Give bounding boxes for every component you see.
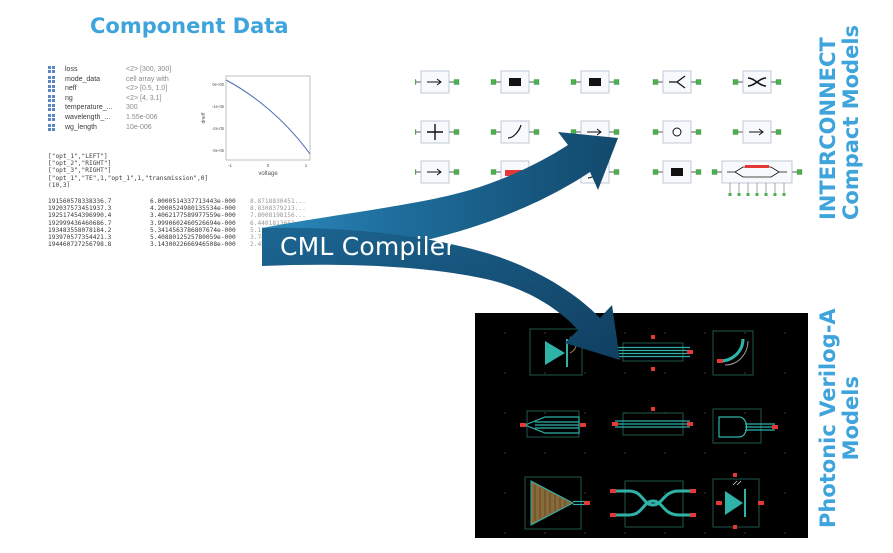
plot-xlabel: voltage [258, 171, 278, 177]
grid-icon [48, 75, 57, 84]
grid-icon [48, 85, 57, 93]
grid-icon [48, 94, 57, 103]
dneff-voltage-plot: 0e+00 -1e-05 -2e-05 -3e-05 -1 0 1 voltage dneff [201, 75, 311, 177]
grid-icon [48, 66, 57, 74]
variable-value: <2> [0.5, 1.0] [126, 85, 168, 93]
plot-ylabel: dneff [201, 112, 207, 124]
text-line: ["opt_1","TE",1,"opt_1",1,"transmission"… [48, 174, 209, 182]
grid-icon [48, 114, 57, 122]
verilog-title: Photonic Verilog-A [816, 308, 840, 528]
y-tick-label: 0e+00 [212, 82, 224, 87]
cml-compiler-label: CML Compiler [280, 232, 456, 261]
number-cell: 5.4088012525780059e-000 [150, 234, 236, 242]
text-line: ["opt_1","LEFT"] [48, 153, 108, 160]
number-cell: 6.0000514337713443e-000 [150, 198, 236, 205]
variable-name: wavelength_... [65, 114, 111, 121]
grid-icon [48, 104, 57, 112]
schematic-element [490, 70, 540, 94]
variable-name: loss [65, 66, 78, 73]
interconnect-subtitle: Compact Models [839, 24, 863, 220]
interconnect-label: INTERCONNECT Compact Models [816, 24, 863, 220]
number-cell: 192517454396990.4 [48, 212, 112, 220]
x-tick-label: -1 [228, 163, 232, 168]
plot-frame [225, 75, 311, 161]
variable-value: <2> [4, 3.1] [126, 94, 162, 102]
number-cell: 192037573451937.3 [48, 205, 112, 213]
y-tick-label: -1e-05 [212, 104, 225, 109]
schematic-element [415, 160, 460, 184]
x-tick-label: 0 [267, 163, 270, 168]
verilog-label: Photonic Verilog-A Models [816, 308, 863, 528]
schematic-element [652, 120, 702, 144]
text-line: ["opt_3","RIGHT"] [48, 167, 112, 175]
schematic-element [415, 120, 460, 144]
number-cell: 8.8718830451... [250, 198, 306, 205]
number-cell: 6.4401813652... [250, 219, 306, 227]
variable-value: cell array with [126, 75, 169, 83]
grid-icon [48, 123, 57, 132]
schematic-element [732, 120, 782, 144]
x-tick-label: 1 [305, 163, 308, 168]
schematic-element [490, 120, 540, 144]
variable-value: 300 [126, 104, 138, 112]
text-line: ["opt_2","RIGHT"] [48, 160, 112, 168]
number-cell: 194460727256798.8 [48, 241, 112, 249]
schematic-element [415, 70, 460, 94]
schematic-element [652, 160, 702, 184]
number-cell: 4.2000524980135534e-000 [150, 205, 236, 213]
schematic-element [732, 70, 782, 94]
variable-value: 10e-006 [126, 123, 152, 131]
number-cell: 3.1430022666946508e-000 [150, 241, 236, 249]
variable-value: <2> [300, 300] [126, 66, 172, 73]
number-cell: 193970577354421.3 [48, 234, 112, 242]
y-tick-label: -3e-05 [212, 148, 225, 153]
variable-name: wg_length [65, 123, 97, 131]
number-cell: 191560578338336.7 [48, 198, 112, 205]
component-data-title: Component Data [90, 14, 289, 38]
port-definition-text: ["opt_1","LEFT"]["opt_2","RIGHT"]["opt_3… [48, 153, 208, 189]
number-cell: 7.8008198156... [250, 212, 306, 220]
number-cell: 5.3414563786807674e-000 [150, 226, 236, 234]
variable-name: temperature_... [65, 104, 113, 112]
arrow-lower-branch [262, 227, 620, 360]
verilog-layout-panel [475, 313, 808, 538]
number-cell: 193483558078184.2 [48, 226, 112, 234]
schematic-element [652, 70, 702, 94]
variable-value: 1.55e-006 [126, 114, 158, 121]
y-tick-label: -2e-05 [212, 126, 225, 131]
interconnect-title: INTERCONNECT [816, 37, 840, 220]
variable-name: mode_data [65, 75, 101, 83]
schematic-element [711, 160, 803, 196]
arrow-upper-branch [262, 132, 618, 258]
number-cell: 3.4062177589977559e-000 [150, 212, 236, 220]
variable-name: ng [65, 94, 73, 102]
text-line: (10,3) [48, 181, 71, 189]
number-cell: 8.8308379213... [250, 205, 306, 213]
number-cell: 192999436460686.7 [48, 219, 112, 227]
plot-curve [225, 79, 311, 155]
number-cell: 3.9990602460526694e-000 [150, 219, 236, 227]
variable-name: neff [65, 85, 77, 93]
schematic-element [570, 70, 620, 94]
verilog-subtitle: Models [839, 376, 863, 461]
